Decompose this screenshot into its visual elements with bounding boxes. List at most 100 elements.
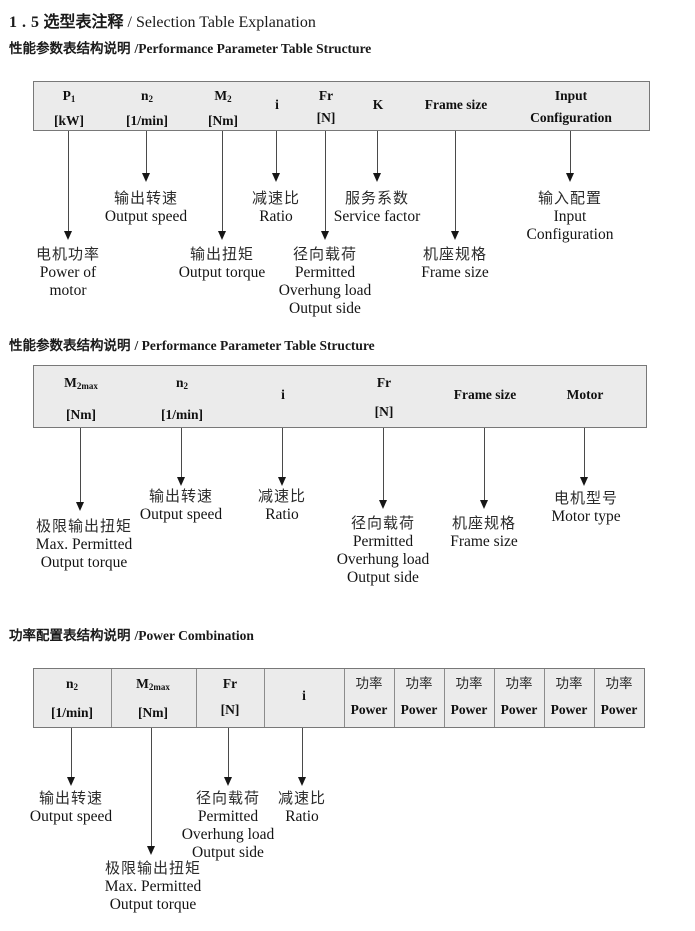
arrow-shaft [376,131,378,174]
arrow-down-icon [372,173,381,182]
arrow-down-frame-size [450,131,460,240]
callout-line: 输出转速 [38,790,104,807]
column-header-input-configuration: Input Configuration [530,88,612,126]
callout-max-output-torque: 极限输出扭矩 Max. Permitted Output torque [36,518,132,572]
arrow-shaft [583,428,585,478]
column-header-power-5: 功率 Power [551,676,588,718]
arrow-shaft [324,131,326,232]
column-unit: [Nm] [138,705,168,720]
callout-line: Overhung load [278,282,372,299]
callout-line: Configuration [526,226,614,243]
column-header-m2: M2 [Nm] [208,88,238,129]
arrow-down-p1 [63,131,73,240]
column-divider [196,669,197,727]
callout-ratio: 减速比 Ratio [258,488,306,524]
column-symbol: Fr [222,676,238,691]
column-header-i: i [275,97,279,113]
arrow-shaft [301,728,303,778]
arrow-down-i [297,728,307,786]
arrow-down-icon [271,173,280,182]
arrow-down-fr [320,131,330,240]
arrow-shaft [70,728,72,778]
callout-line: Max. Permitted [104,878,202,895]
column-header-m2max: M2max [Nm] [136,676,170,721]
arrow-down-i [277,428,287,486]
callout-power-of-motor: 电机功率 Power of motor [36,246,100,300]
callout-line: 径向载荷 [350,515,416,532]
callout-overhung-load: 径向载荷 Permitted Overhung load Output side [337,515,430,587]
column-header-n2: n2 [1/min] [161,375,203,423]
column-symbol: n2 [65,676,78,692]
callout-line: 极限输出扭矩 [35,518,132,535]
column-unit: Power [500,702,538,717]
column-unit: [N] [316,110,336,125]
column-symbol: Input [554,88,588,103]
callout-output-speed: 输出转速 Output speed [30,790,112,826]
column-symbol: K [372,97,384,112]
column-unit: Power [600,702,638,717]
column-header-p1: P1 [kW] [54,88,84,129]
callout-frame-size: 机座规格 Frame size [450,515,518,551]
arrow-shaft [483,428,485,501]
callout-motor-type: 电机型号 Motor type [551,490,620,526]
column-unit: [1/min] [161,407,203,422]
callout-line: 机座规格 [451,515,517,532]
column-header-fr: Fr [N] [221,676,240,718]
column-unit: [1/min] [126,113,168,128]
arrow-down-fr [378,428,388,509]
callout-line: 输出转速 [148,488,214,505]
callout-line: 服务系数 [344,190,409,207]
column-symbol: i [275,97,279,112]
arrow-down-icon [579,477,588,486]
column-unit: Power [350,702,388,717]
arrow-down-icon [217,231,226,240]
column-header-i: i [281,387,285,403]
arrow-down-fr [223,728,233,786]
column-header-k: K [373,97,384,113]
arrow-down-icon [63,231,72,240]
callout-line: Ratio [265,506,299,523]
arrow-down-m2max [146,728,156,855]
callout-line: Overhung load [336,551,430,568]
arrow-shaft [281,428,283,478]
column-symbol: Fr [318,88,334,103]
section-heading-performance-2: 性能参数表结构说明 / Performance Parameter Table … [9,334,375,355]
callout-input-configuration: 输入配置 Input Configuration [527,190,614,244]
callout-line: Frame size [421,264,489,281]
callout-line: Output speed [104,208,188,225]
column-symbol: M2 [214,88,232,104]
column-symbol: n2 [175,375,188,391]
arrow-down-input-configuration [565,131,575,182]
column-header-n2: n2 [1/min] [126,88,168,129]
callout-line: Input [553,208,587,225]
arrow-down-icon [223,777,232,786]
column-header-n2: n2 [1/min] [51,676,93,721]
column-header-fr: Fr [N] [317,88,336,126]
column-divider [444,669,445,727]
arrow-shaft [275,131,277,174]
page-title: 1 . 5 选型表注释 / Selection Table Explanatio… [9,8,316,32]
column-header-power-2: 功率 Power [401,676,438,718]
heading-zh: 性能参数表结构说明 [9,41,131,56]
arrow-down-n2 [176,428,186,486]
column-divider [594,669,595,727]
callout-line: Output side [289,300,361,317]
column-symbol: 功率 [355,676,383,691]
callout-max-output-torque: 极限输出扭矩 Max. Permitted Output torque [105,860,201,914]
callout-line: Permitted [352,533,414,550]
column-symbol: Frame size [424,97,488,112]
arrow-shaft [569,131,571,174]
callout-output-torque: 输出扭矩 Output torque [179,246,266,282]
table-header-performance-1: P1 [kW] n2 [1/min] M2 [Nm] i Fr [N] K Fr… [33,81,650,131]
callout-ratio: 减速比 Ratio [278,790,326,826]
arrow-down-m2 [217,131,227,240]
column-header-motor: Motor [567,387,604,403]
column-divider [344,669,345,727]
heading-en: / Performance Parameter Table Structure [134,338,375,353]
column-symbol: 功率 [555,676,583,691]
column-unit: Power [400,702,438,717]
arrow-shaft [382,428,384,501]
column-divider [544,669,545,727]
column-divider [394,669,395,727]
arrow-down-icon [378,500,387,509]
